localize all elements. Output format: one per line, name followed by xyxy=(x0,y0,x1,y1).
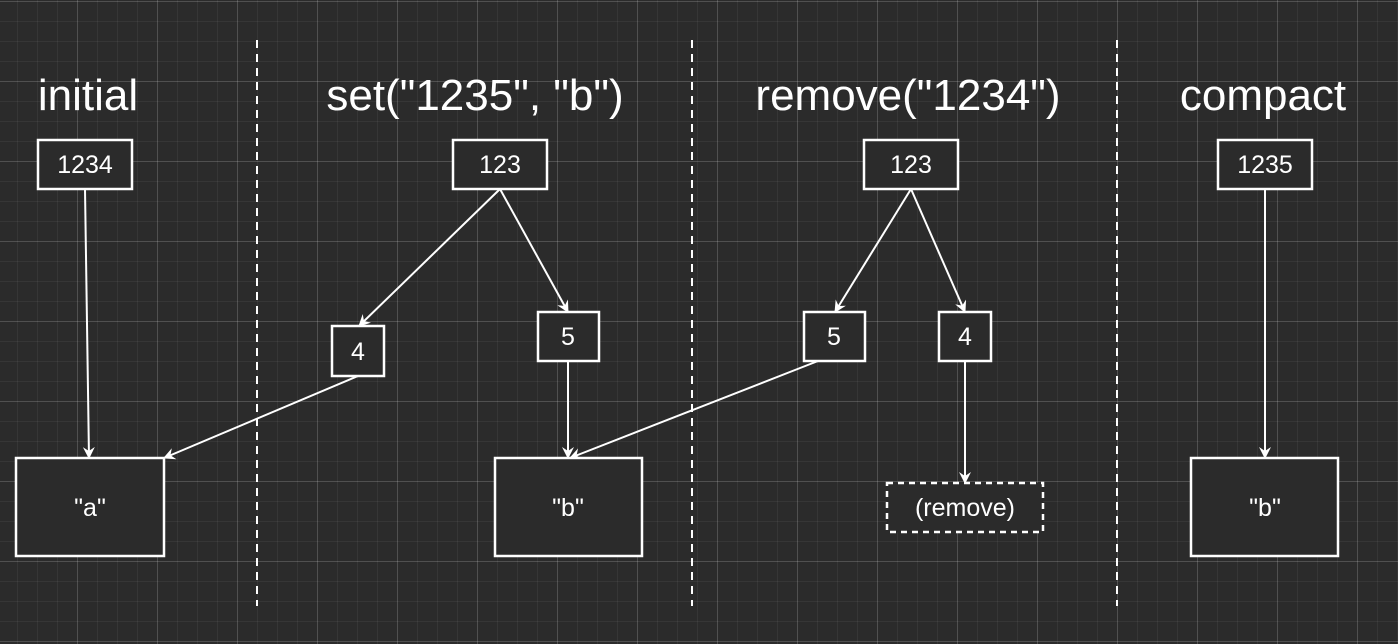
edge-set-root-to-4 xyxy=(358,188,501,327)
edge-remove-root-to-5 xyxy=(834,188,912,313)
node-set-value-b: "b" xyxy=(493,456,644,558)
edge-set-root-to-5 xyxy=(499,188,569,313)
node-set-child-5-label: 5 xyxy=(561,323,575,351)
node-remove-child-5-label: 5 xyxy=(827,323,841,351)
node-set-child-4-label: 4 xyxy=(351,338,365,366)
section-title-remove: remove("1234") xyxy=(755,71,1060,120)
node-set-child-4: 4 xyxy=(330,324,386,378)
node-compact-value-label: "b" xyxy=(1249,494,1281,522)
node-remove-child-5: 5 xyxy=(802,310,867,363)
section-title-initial: initial xyxy=(38,71,138,120)
edge-remove-root-to-4 xyxy=(910,188,967,313)
edge-set-4-to-value-a xyxy=(163,375,359,460)
node-compact-value: "b" xyxy=(1189,456,1340,558)
section-title-compact: compact xyxy=(1180,71,1346,120)
node-compact-key-label: 1235 xyxy=(1237,151,1293,179)
node-set-child-5: 5 xyxy=(536,310,601,363)
node-initial-key: 1234 xyxy=(36,138,134,191)
node-initial-value-label: "a" xyxy=(74,494,106,522)
node-remove-root-label: 123 xyxy=(890,151,932,179)
node-remove-root: 123 xyxy=(862,138,960,191)
node-remove-marker-label: (remove) xyxy=(915,494,1015,522)
edge-initial-key-to-value xyxy=(82,188,95,459)
node-remove-marker: (remove) xyxy=(885,481,1045,534)
node-remove-child-4-label: 4 xyxy=(958,323,972,351)
node-set-root: 123 xyxy=(451,138,549,191)
node-set-value-b-label: "b" xyxy=(552,494,584,522)
node-remove-child-4: 4 xyxy=(937,310,993,363)
node-initial-key-label: 1234 xyxy=(57,151,113,179)
node-compact-key: 1235 xyxy=(1216,138,1314,191)
node-set-root-label: 123 xyxy=(479,151,521,179)
section-title-set: set("1235", "b") xyxy=(326,71,623,120)
edge-remove-5-to-value-b xyxy=(569,360,819,460)
node-initial-value: "a" xyxy=(14,456,166,558)
